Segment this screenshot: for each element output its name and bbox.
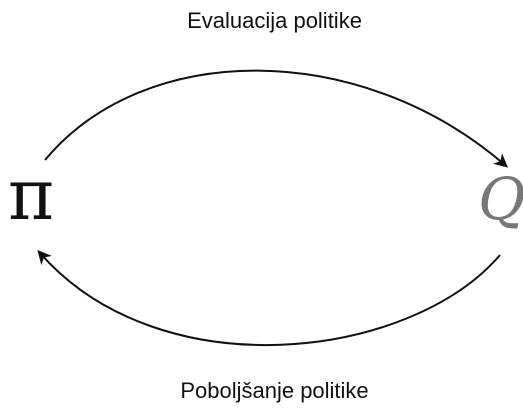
policy-evaluation-label: Evaluacija politike: [187, 8, 362, 33]
policy-improvement-label: Poboljšanje politike: [180, 378, 369, 403]
evaluation-arrow: [44, 69, 509, 168]
action-value-node: Q: [478, 165, 523, 233]
improvement-arrow: [37, 249, 501, 346]
policy-node: π: [8, 154, 55, 236]
